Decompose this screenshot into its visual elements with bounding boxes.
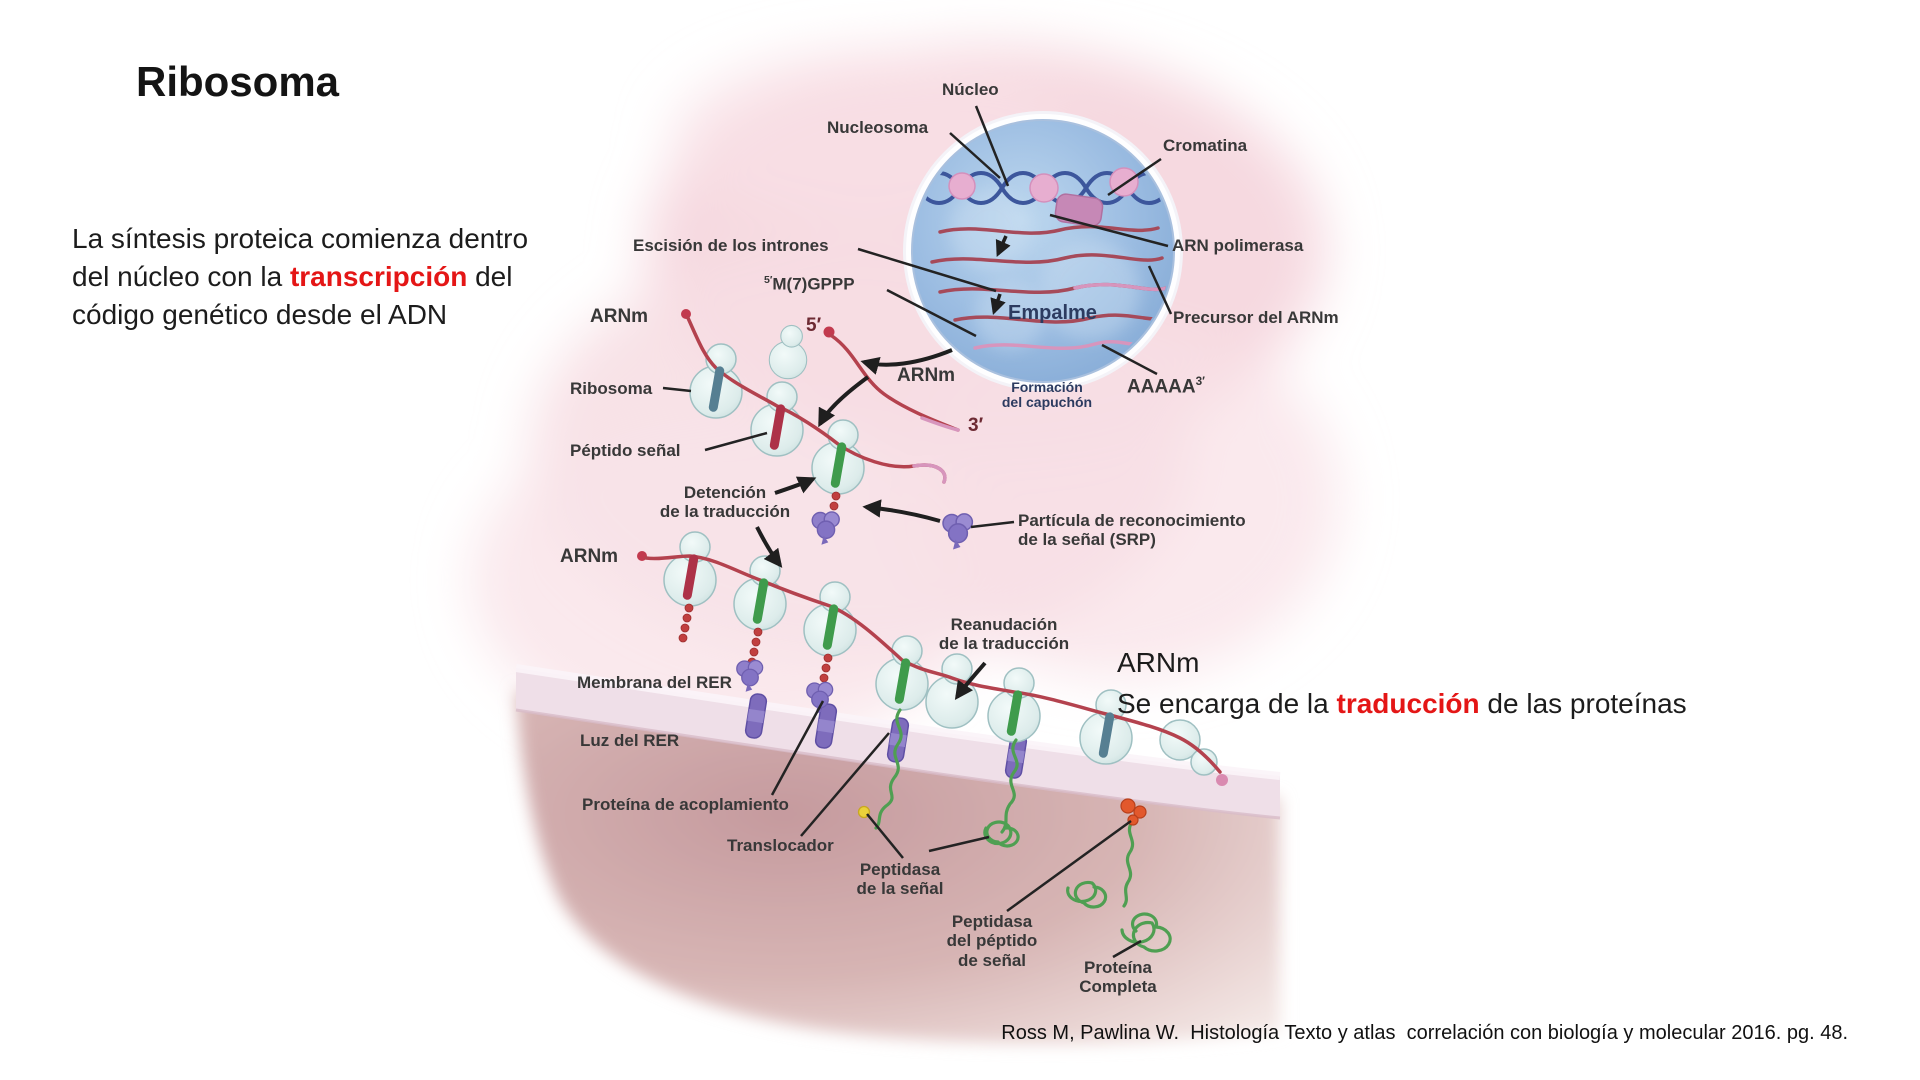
nucleosome-bead xyxy=(1029,173,1059,203)
leader-lines xyxy=(662,105,1173,959)
label-nucleosoma: Nucleosoma xyxy=(827,118,929,137)
polya-main: AAAAA xyxy=(1127,376,1196,398)
ribosome-chain-1 xyxy=(681,309,974,551)
nucleosome-bead xyxy=(948,172,976,200)
label-three-prime: 3′ xyxy=(968,415,984,436)
released-cap xyxy=(1216,774,1228,786)
transcription-highlight: transcripción xyxy=(289,261,468,292)
label-escision-intrones: Escisión de los intrones xyxy=(633,236,829,255)
exported-mrna xyxy=(823,326,960,432)
label-cap: 5′M(7)GPPP xyxy=(764,274,855,294)
page-title: Ribosoma xyxy=(136,58,340,105)
label-five-prime: 5′ xyxy=(806,315,822,336)
label-arn-polimerasa: ARN polimerasa xyxy=(1172,236,1304,255)
flow-arrows xyxy=(755,476,987,701)
label-membrana-rer: Membrana del RER xyxy=(577,673,732,692)
label-proteina-acoplamiento: Proteína de acoplamiento xyxy=(582,795,789,814)
cap-main: M(7)GPPP xyxy=(772,274,855,294)
label-nucleo: Núcleo xyxy=(942,80,999,99)
note-post: de las proteínas xyxy=(1479,688,1687,719)
label-ribosoma: Ribosoma xyxy=(570,379,653,398)
rna-polymerase xyxy=(1054,193,1104,227)
intro-pre: La síntesis proteica comienza dentro del… xyxy=(72,223,529,292)
citation: Ross M, Pawlina W. Histología Texto y at… xyxy=(1001,1022,1848,1044)
intro-paragraph: La síntesis proteica comienza dentro del… xyxy=(72,220,564,334)
intro-post: del código genético desde el ADN xyxy=(72,261,513,330)
polya-sup: 3′ xyxy=(1195,375,1205,388)
pre-mrna-strands xyxy=(930,224,1168,351)
label-formacion-capuchon: Formación del capuchón xyxy=(1001,379,1093,411)
label-arnm-top: ARNm xyxy=(590,306,649,327)
label-srp: Partícula de reconocimiento de la señal … xyxy=(1018,511,1246,550)
arnm-note-line2: Se encarga de la traducción de las prote… xyxy=(1117,683,1897,724)
label-proteina-completa: Proteína Completa xyxy=(1079,958,1157,997)
label-peptidasa-peptido: Peptidasa del péptido de señal xyxy=(946,912,1038,970)
label-arnm-mid: ARNm xyxy=(897,365,956,386)
label-polya: AAAAA3′ xyxy=(1127,375,1205,398)
label-cromatina: Cromatina xyxy=(1163,136,1248,155)
small-subunit xyxy=(1190,748,1218,776)
label-arnm-low: ARNm xyxy=(560,546,619,567)
label-detencion: Detención de la traducción xyxy=(659,483,791,522)
large-subunit xyxy=(1159,719,1201,761)
nucleus xyxy=(903,111,1183,391)
label-peptidasa-senal: Peptidasa de la señal xyxy=(856,860,944,899)
lumen-proteins xyxy=(874,708,1172,953)
note-pre: Se encarga de la xyxy=(1117,688,1337,719)
label-luz-rer: Luz del RER xyxy=(580,731,680,750)
translation-highlight: traducción xyxy=(1336,688,1480,719)
label-empalme: Empalme xyxy=(1008,302,1097,324)
arnm-note-line1: ARNm xyxy=(1117,647,1200,678)
ribosome-chain-2 xyxy=(637,531,1228,786)
label-reanudacion: Reanudación de la traducción xyxy=(938,615,1070,654)
cap-sup: 5′ xyxy=(764,274,773,286)
arnm-note: ARNm Se encarga de la traducción de las … xyxy=(1117,642,1897,724)
label-translocador: Translocador xyxy=(727,836,834,855)
label-peptido-senal: Péptido señal xyxy=(570,441,681,460)
export-arrows xyxy=(818,348,953,428)
label-precursor-arnm: Precursor del ARNm xyxy=(1173,308,1339,327)
